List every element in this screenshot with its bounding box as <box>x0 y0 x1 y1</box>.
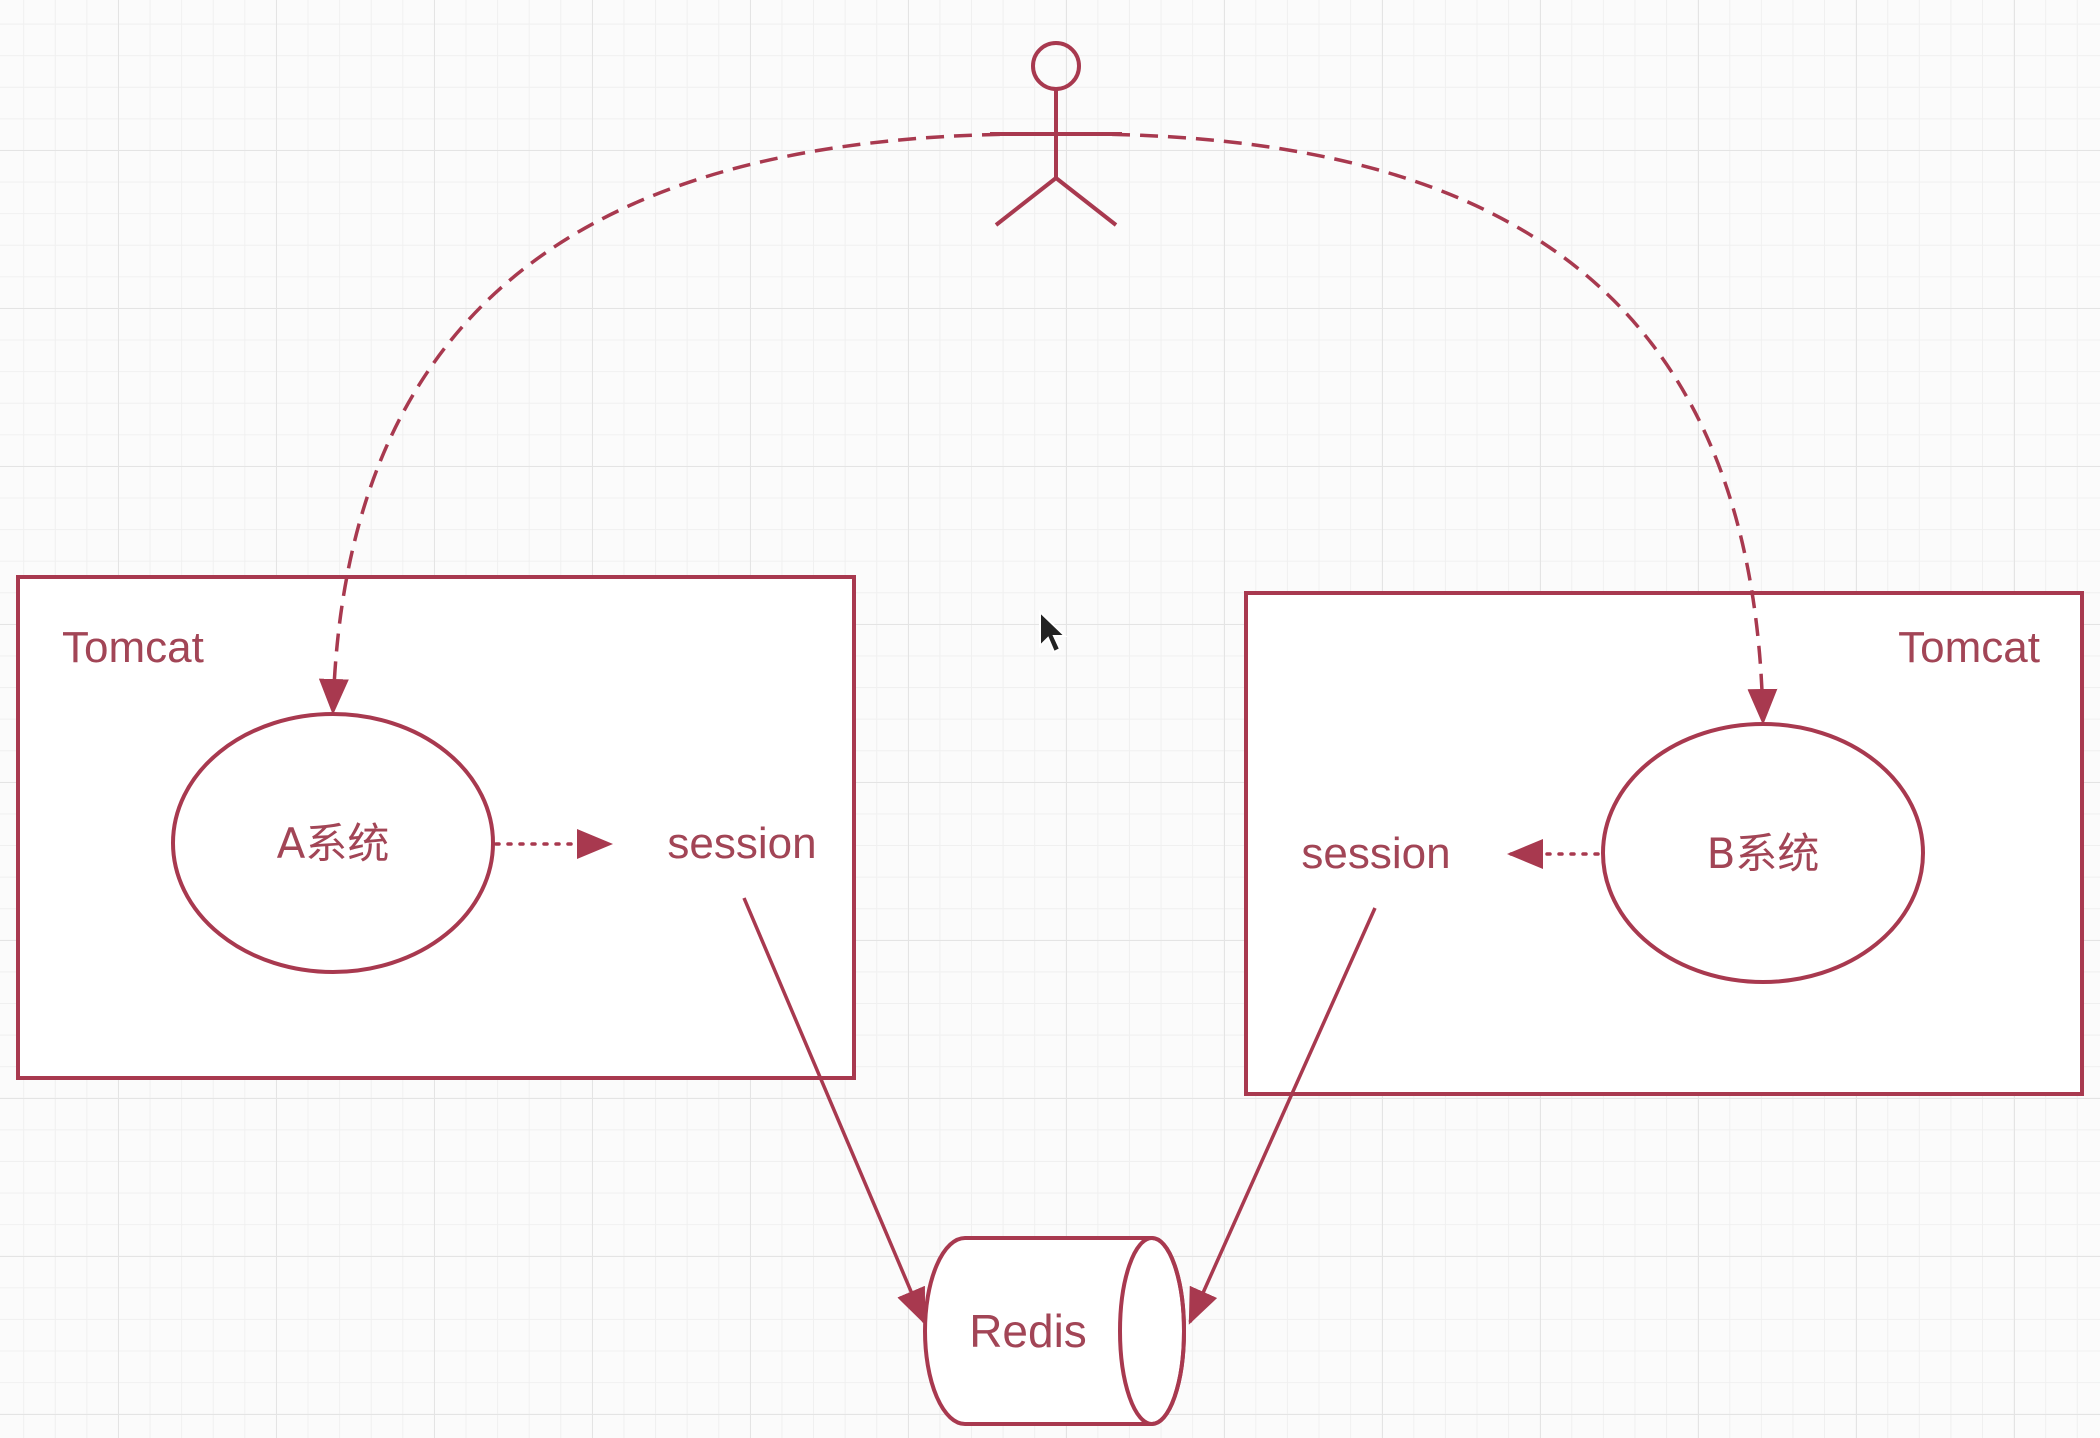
left-tomcat-label: Tomcat <box>62 623 204 672</box>
database-cylinder-icon: Redis <box>923 1236 1186 1426</box>
left-session-label: session <box>667 819 816 868</box>
left-tomcat-container: Tomcat A系统 session <box>16 575 856 1080</box>
mouse-pointer-icon <box>1039 609 1068 654</box>
right-tomcat-box <box>1244 591 2084 1096</box>
actor-to-b-system-arrow <box>1055 132 1778 725</box>
right-session-label: session <box>1301 829 1450 878</box>
right-session-to-redis-arrow <box>1188 907 1377 1325</box>
actor-to-a-system-arrow <box>318 132 1057 715</box>
right-tomcat-container: Tomcat B系统 session <box>1244 591 2084 1096</box>
left-session-to-redis-arrow <box>742 897 926 1325</box>
left-tomcat-box <box>16 575 856 1080</box>
left-system-label: A系统 <box>277 819 390 868</box>
right-system-label: B系统 <box>1707 829 1820 878</box>
redis-label: Redis <box>969 1305 1087 1357</box>
right-tomcat-label: Tomcat <box>1898 623 2040 672</box>
